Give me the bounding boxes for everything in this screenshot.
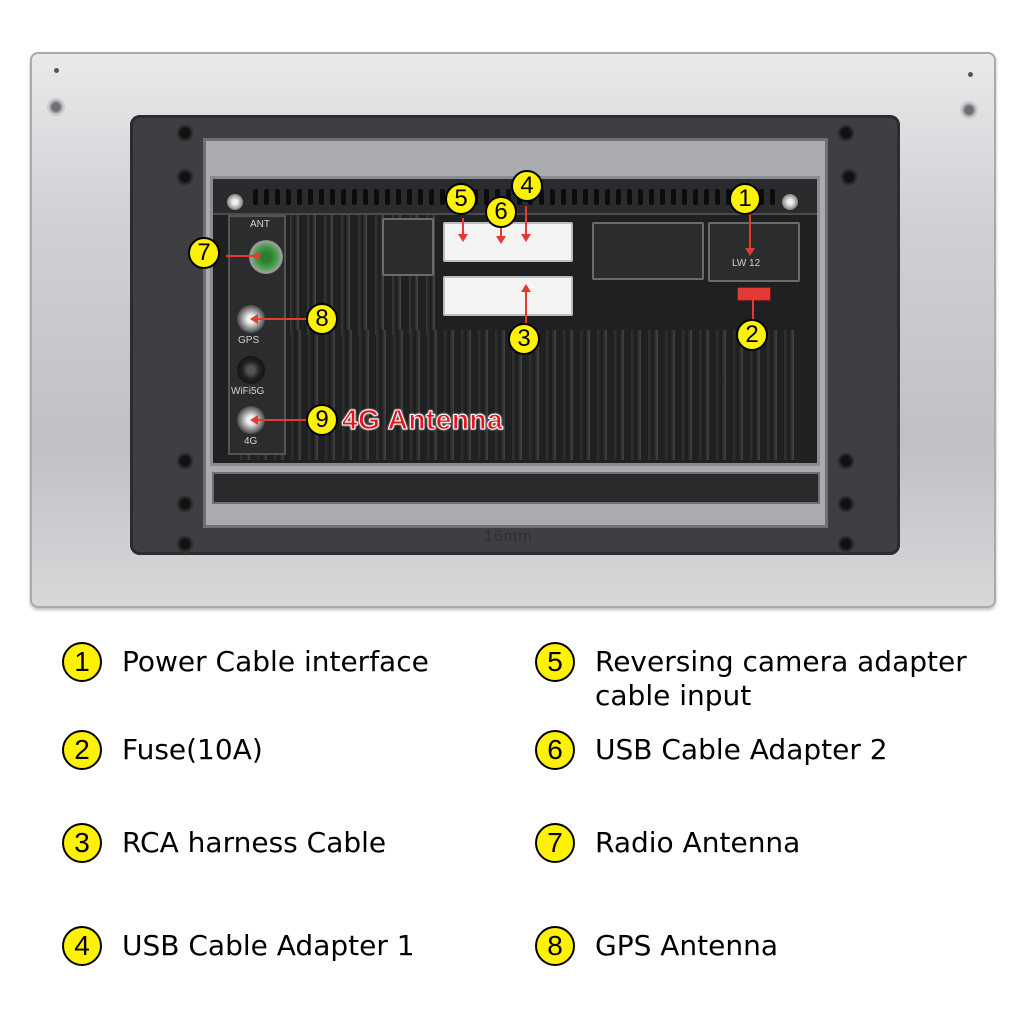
legend-item-4: 4 USB Cable Adapter 1	[62, 926, 415, 966]
gps-port-label: GPS	[238, 335, 260, 346]
bracket-screw	[176, 124, 194, 142]
dimension-label: 16mm	[484, 528, 533, 545]
legend-badge: 3	[62, 823, 102, 863]
arrow-head	[748, 290, 758, 298]
marker-9: 9	[306, 404, 338, 436]
wifi5g-port-label: WiFi5G	[231, 386, 265, 397]
bracket-screw	[837, 535, 855, 553]
arrow-to-usb-1	[525, 206, 527, 236]
legend-item-2: 2 Fuse(10A)	[62, 730, 263, 770]
legend-label: Fuse(10A)	[122, 733, 263, 766]
legend-item-3: 3 RCA harness Cable	[62, 823, 386, 863]
4g-antenna-callout: 4G Antenna	[341, 404, 504, 436]
bracket-screw	[837, 495, 855, 513]
marker-7: 7	[188, 237, 220, 269]
legend-label: USB Cable Adapter 1	[122, 929, 415, 962]
legend-label: GPS Antenna	[595, 929, 779, 962]
marker-5: 5	[445, 183, 477, 215]
marker-4: 4	[511, 170, 543, 202]
legend-badge: 4	[62, 926, 102, 966]
arrow-to-power	[749, 214, 751, 250]
marker-1: 1	[729, 183, 761, 215]
legend-label: RCA harness Cable	[122, 826, 387, 859]
legend-label: Radio Antenna	[595, 826, 801, 859]
arrow-head	[250, 314, 258, 324]
arrow-head	[252, 251, 260, 261]
legend-badge: 6	[535, 730, 575, 770]
arrow-head	[745, 248, 755, 256]
legend-label: Power Cable interface	[122, 645, 429, 678]
legend-label: Reversing camera adapter cable input	[595, 645, 967, 712]
legend-item-8: 8 GPS Antenna	[535, 926, 778, 966]
legend-item-1: 1 Power Cable interface	[62, 642, 429, 682]
marker-3: 3	[508, 323, 540, 355]
legend-item-7: 7 Radio Antenna	[535, 823, 800, 863]
legend-badge: 8	[535, 926, 575, 966]
arrow-head	[521, 284, 531, 292]
bracket-screw	[837, 124, 855, 142]
power-connector	[708, 222, 800, 282]
legend-label: USB Cable Adapter 2	[595, 733, 888, 766]
arrow-to-rca	[525, 290, 527, 326]
bracket-screw	[176, 495, 194, 513]
bracket-screw	[837, 452, 855, 470]
small-square-connector	[382, 218, 434, 276]
arrow-head	[458, 234, 468, 242]
ant-port-label: ANT	[250, 219, 270, 230]
marker-6: 6	[485, 196, 517, 228]
arrow-head	[250, 415, 258, 425]
frame-mounting-hole-left	[47, 98, 65, 116]
product-photo: ANT GPS WiFi5G 4G LW 12 16mm 1 2 3 4 5 6…	[30, 52, 996, 608]
arrow-to-radio-antenna	[226, 255, 256, 257]
marker-8: 8	[306, 303, 338, 335]
cover-plate	[592, 222, 704, 280]
usb-camera-connector	[443, 222, 573, 262]
legend-item-5: 5 Reversing camera adapter cable input	[535, 642, 1015, 713]
arrow-head	[496, 236, 506, 244]
legend-badge: 2	[62, 730, 102, 770]
bracket-screw	[840, 168, 858, 186]
frame-mounting-hole-right	[960, 101, 978, 119]
legend-item-6: 6 USB Cable Adapter 2	[535, 730, 888, 770]
wifi-5g-jack	[237, 356, 265, 384]
rca-harness-connector	[443, 276, 573, 316]
arrow-to-camera-input	[462, 218, 464, 236]
unit-bolt	[782, 194, 798, 210]
marker-2: 2	[736, 319, 768, 351]
unit-bolt	[227, 194, 243, 210]
arrow-head	[521, 234, 531, 242]
arrow-to-4g	[256, 419, 308, 421]
legend-badge: 1	[62, 642, 102, 682]
arrow-to-gps	[256, 318, 308, 320]
arrow-to-fuse	[752, 296, 754, 320]
legend-badge: 5	[535, 642, 575, 682]
legend: 1 Power Cable interface 2 Fuse(10A) 3 RC…	[0, 630, 1024, 1024]
4g-port-label: 4G	[244, 436, 258, 447]
legend-badge: 7	[535, 823, 575, 863]
unit-bottom-rail	[212, 472, 820, 504]
bracket-screw	[176, 168, 194, 186]
frame-dot-right	[968, 72, 973, 77]
bracket-screw	[176, 535, 194, 553]
arrow-to-usb-2	[500, 226, 502, 238]
bracket-screw	[176, 452, 194, 470]
power-connector-label: LW 12	[732, 258, 761, 269]
frame-dot-left	[54, 68, 59, 73]
